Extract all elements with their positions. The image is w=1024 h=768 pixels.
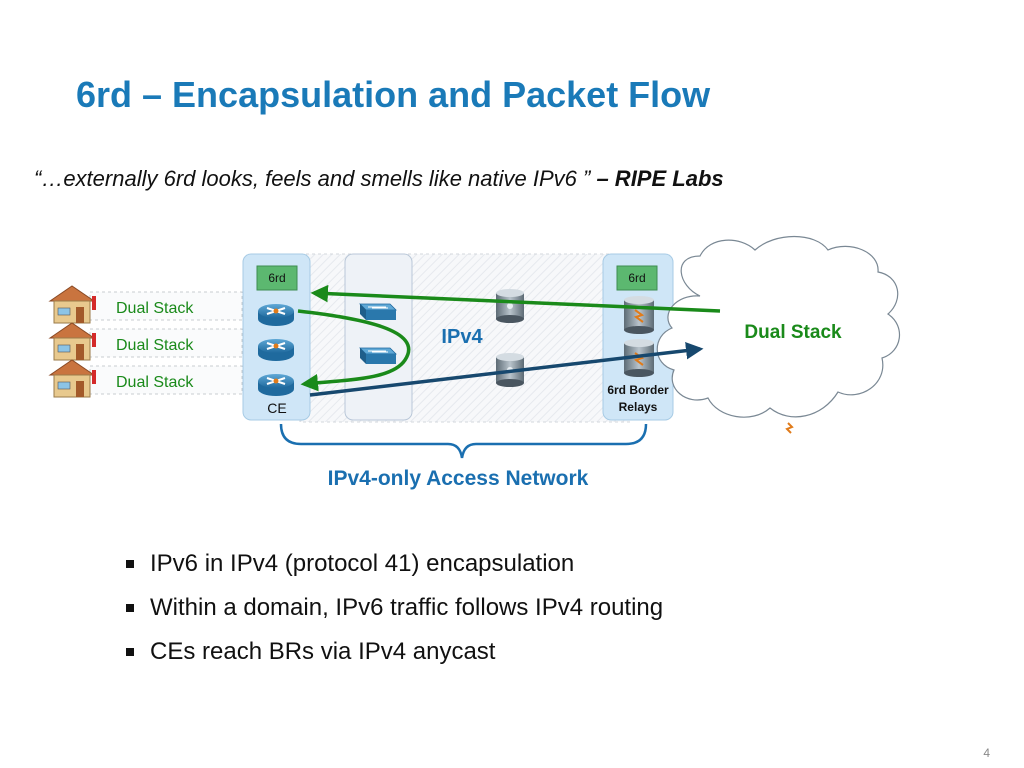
- access-network-brace: [279, 423, 648, 459]
- ce-6rd-tag-text: 6rd: [268, 271, 285, 285]
- ipv6-return-arrow: [310, 284, 721, 313]
- house-icon: [48, 285, 96, 324]
- switch-icon: [359, 303, 397, 320]
- switch-icon: [359, 347, 397, 364]
- house-icon: [48, 322, 96, 361]
- slide-title: 6rd – Encapsulation and Packet Flow: [76, 74, 711, 115]
- home-label: Dual Stack: [116, 374, 194, 391]
- br-6rd-tag: [616, 265, 658, 291]
- bullet-text: IPv6 in IPv4 (protocol 41) encapsulation: [150, 550, 575, 577]
- home-label: Dual Stack: [116, 337, 194, 354]
- quote: “…externally 6rd looks, feels and smells…: [34, 166, 724, 192]
- page-number: 4: [983, 746, 990, 760]
- bullet-text: Within a domain, IPv6 traffic follows IP…: [150, 594, 664, 621]
- bullet-text: CEs reach BRs via IPv4 anycast: [150, 638, 496, 665]
- bullet-square-icon: [126, 560, 134, 568]
- border-relay-icon: [624, 296, 654, 334]
- ipv6-hairpin-arrow: [297, 309, 411, 392]
- router-icon: [258, 374, 294, 396]
- ce-label: CE: [267, 400, 286, 416]
- bullet-square-icon: [126, 604, 134, 612]
- dual-stack-cloud: [656, 235, 901, 418]
- br-label-line1: 6rd Border: [607, 383, 669, 397]
- access-network-label: IPv4-only Access Network: [328, 467, 589, 490]
- quote-text: “…externally 6rd looks, feels and smells…: [34, 166, 591, 191]
- home-row: [89, 291, 243, 321]
- border-relay-icon: [624, 339, 654, 377]
- house-icon: [48, 359, 96, 398]
- br-6rd-tag-text: 6rd: [628, 271, 645, 285]
- home-label: Dual Stack: [116, 300, 194, 317]
- bullet-square-icon: [126, 648, 134, 656]
- bullet-list: IPv6 in IPv4 (protocol 41) encapsulation…: [124, 544, 663, 676]
- ipv4-encap-arrow: [309, 341, 704, 397]
- core-router-icon: [496, 289, 524, 323]
- bullet-item: IPv6 in IPv4 (protocol 41) encapsulation: [124, 544, 663, 588]
- bullet-item: CEs reach BRs via IPv4 anycast: [124, 632, 663, 676]
- core-network-label: IPv4: [441, 326, 483, 348]
- home-row: [89, 328, 243, 358]
- small-bolt-icon: [785, 422, 794, 434]
- bullet-item: Within a domain, IPv6 traffic follows IP…: [124, 588, 663, 632]
- home-row: [89, 365, 243, 395]
- cloud-label: Dual Stack: [744, 322, 842, 343]
- router-icon: [258, 304, 294, 326]
- ce-6rd-tag: [256, 265, 298, 291]
- quote-attribution: – RIPE Labs: [590, 166, 724, 191]
- br-label-line2: Relays: [619, 400, 658, 414]
- router-icon: [258, 339, 294, 361]
